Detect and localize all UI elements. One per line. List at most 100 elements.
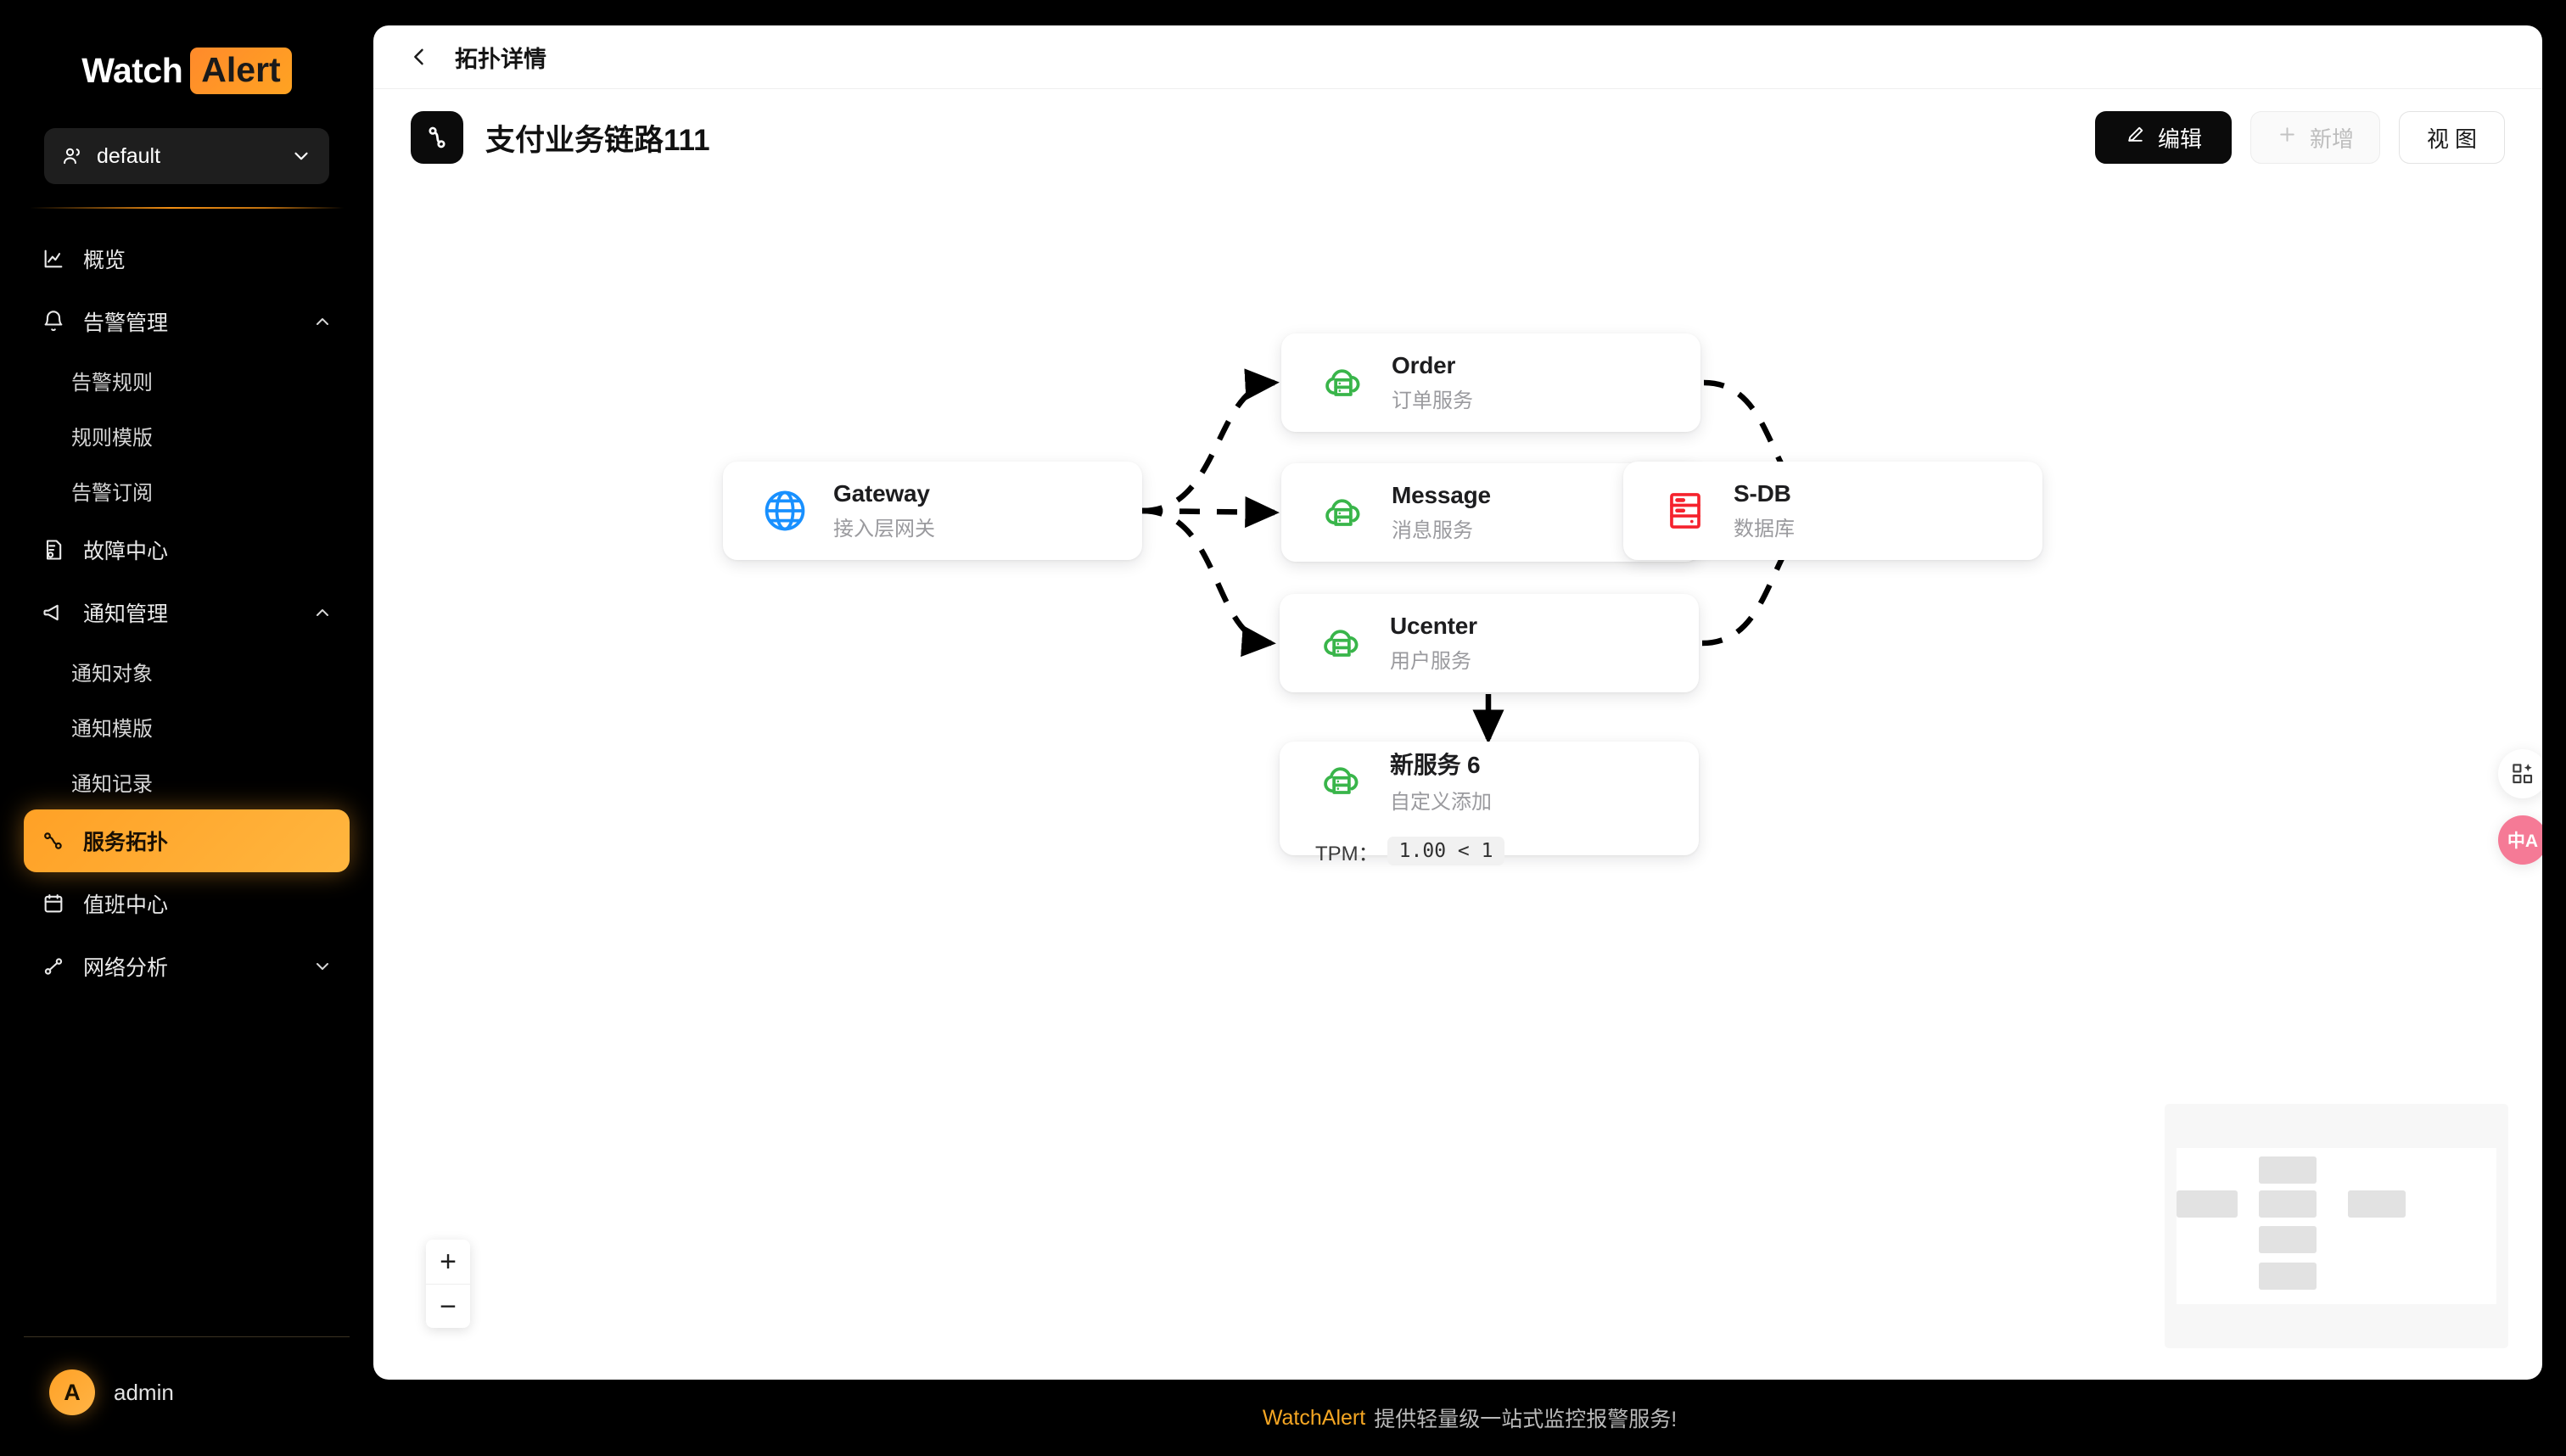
brand-logo: Watch Alert [0, 0, 373, 120]
topology-icon [411, 111, 463, 164]
minimap[interactable] [2165, 1104, 2508, 1348]
sidebar-item-label: 网络分析 [83, 956, 169, 980]
zoom-out-button[interactable]: − [426, 1284, 470, 1328]
minimap-viewport [2177, 1148, 2496, 1304]
topology-icon [41, 828, 66, 854]
sidebar-item-label: 通知对象 [71, 663, 153, 686]
user-name: admin [114, 1379, 174, 1405]
file-alert-icon [41, 537, 66, 563]
view-button-label: 视图 [2426, 126, 2483, 152]
minimap-node [2259, 1263, 2317, 1290]
sidebar-item-notification-objects[interactable]: 通知对象 [24, 644, 350, 699]
sidebar-item-rule-templates[interactable]: 规则模版 [24, 408, 350, 463]
chart-icon [41, 246, 66, 272]
topology-edges [1141, 368, 1842, 744]
node-metric-value: 1.00 < 1 [1387, 837, 1505, 865]
node-metric-label: TPM： [1315, 842, 1379, 865]
minimap-node [2259, 1156, 2317, 1184]
footer-text: 提供轻量级一站式监控报警服务! [1374, 1408, 1678, 1431]
topology-node-sdb[interactable]: S-DB 数据库 [1623, 462, 2042, 560]
node-title: 新服务 6 [1390, 751, 1481, 778]
topbar: 拓扑详情 [373, 25, 2542, 89]
chevron-up-icon [312, 602, 333, 623]
brand-watch-text: Watch [81, 51, 183, 90]
sidebar-item-label: 服务拓扑 [83, 831, 169, 854]
edit-button[interactable]: 编辑 [2094, 111, 2232, 164]
node-title: S-DB [1734, 480, 1791, 507]
view-button[interactable]: 视图 [2398, 111, 2505, 164]
users-icon [61, 144, 85, 168]
sidebar-item-label: 规则模版 [71, 427, 153, 450]
node-subtitle: 接入层网关 [833, 518, 935, 540]
sidebar-item-notification-records[interactable]: 通知记录 [24, 754, 350, 809]
user-profile[interactable]: A admin [0, 1337, 373, 1456]
cloud-server-icon [1315, 617, 1368, 669]
plus-icon [2277, 124, 2298, 151]
main-panel: 拓扑详情 支付业务链路111 编辑 新增 [373, 25, 2542, 1380]
org-selector[interactable]: default [44, 128, 329, 184]
sidebar-item-alert-rules[interactable]: 告警规则 [24, 353, 350, 408]
sidebar-item-label: 通知模版 [71, 718, 153, 741]
minimap-node [2177, 1190, 2238, 1218]
network-icon [41, 954, 66, 979]
edit-button-label: 编辑 [2157, 126, 2202, 152]
sidebar-item-service-topology[interactable]: 服务拓扑 [24, 809, 350, 872]
edge-gateway-order [1141, 368, 1280, 514]
node-subtitle: 用户服务 [1390, 650, 1471, 673]
sidebar-item-label: 通知记录 [71, 773, 153, 796]
add-button[interactable]: 新增 [2249, 111, 2380, 164]
sidebar-item-label: 通知管理 [83, 602, 169, 626]
zoom-controls: + − [426, 1240, 470, 1328]
node-title: Ucenter [1390, 613, 1477, 639]
sidebar-item-label: 告警规则 [71, 372, 153, 395]
sidebar-item-alert-subscriptions[interactable]: 告警订阅 [24, 463, 350, 518]
topology-node-ucenter[interactable]: Ucenter 用户服务 [1280, 594, 1699, 692]
sidebar-item-label: 告警订阅 [71, 482, 153, 505]
floating-widgets: 中A [2498, 749, 2542, 865]
node-subtitle: 消息服务 [1392, 519, 1473, 542]
node-title: Message [1392, 482, 1491, 508]
sidebar-group-alert-management[interactable]: 告警管理 [24, 290, 350, 353]
chevron-down-icon [290, 145, 312, 167]
sidebar-item-label: 值班中心 [83, 893, 169, 917]
page-header: 支付业务链路111 编辑 新增 视图 [373, 89, 2542, 164]
zoom-in-button[interactable]: + [440, 1246, 457, 1278]
topology-node-order[interactable]: Order 订单服务 [1281, 333, 1700, 432]
topology-node-new-service-6[interactable]: 新服务 6 自定义添加 TPM： 1.00 < 1 [1280, 742, 1699, 865]
org-name: default [97, 143, 161, 168]
sidebar-item-label: 告警管理 [83, 311, 169, 335]
node-subtitle: 自定义添加 [1390, 790, 1492, 814]
sidebar-item-label: 故障中心 [83, 540, 169, 563]
sidebar-item-fault-center[interactable]: 故障中心 [24, 518, 350, 581]
topology-canvas[interactable]: Gateway 接入层网关 [373, 164, 2542, 1380]
translate-icon[interactable]: 中A [2498, 815, 2542, 865]
ai-apps-icon[interactable] [2498, 749, 2542, 798]
add-button-label: 新增 [2309, 126, 2354, 152]
sidebar-group-notification-management[interactable]: 通知管理 [24, 581, 350, 644]
sidebar-group-network-analysis[interactable]: 网络分析 [24, 935, 350, 998]
node-metric: TPM： 1.00 < 1 [1315, 837, 1663, 866]
cloud-server-icon [1317, 356, 1370, 409]
node-title: Gateway [833, 480, 930, 507]
sidebar: Watch Alert default 概览 [0, 0, 373, 1456]
sidebar-item-label: 概览 [83, 249, 126, 272]
minimap-node [2259, 1190, 2317, 1218]
topology-name: 支付业务链路111 [485, 123, 710, 157]
sidebar-item-notification-templates[interactable]: 通知模版 [24, 699, 350, 754]
sidebar-footer-divider [24, 1336, 350, 1337]
page-title: 拓扑详情 [455, 46, 546, 72]
sidebar-item-duty-center[interactable]: 值班中心 [24, 872, 350, 935]
node-subtitle: 数据库 [1734, 518, 1795, 540]
footer: WatchAlert 提供轻量级一站式监控报警服务! [373, 1380, 2566, 1456]
chevron-up-icon [312, 311, 333, 332]
avatar: A [49, 1369, 95, 1415]
sidebar-divider [30, 207, 344, 209]
minimap-node [2259, 1226, 2317, 1253]
back-button[interactable] [407, 45, 431, 69]
sidebar-item-overview[interactable]: 概览 [24, 227, 350, 290]
brand-alert-text: Alert [190, 48, 292, 94]
database-icon [1659, 484, 1712, 537]
topology-node-gateway[interactable]: Gateway 接入层网关 [723, 462, 1142, 560]
calendar-icon [41, 891, 66, 916]
